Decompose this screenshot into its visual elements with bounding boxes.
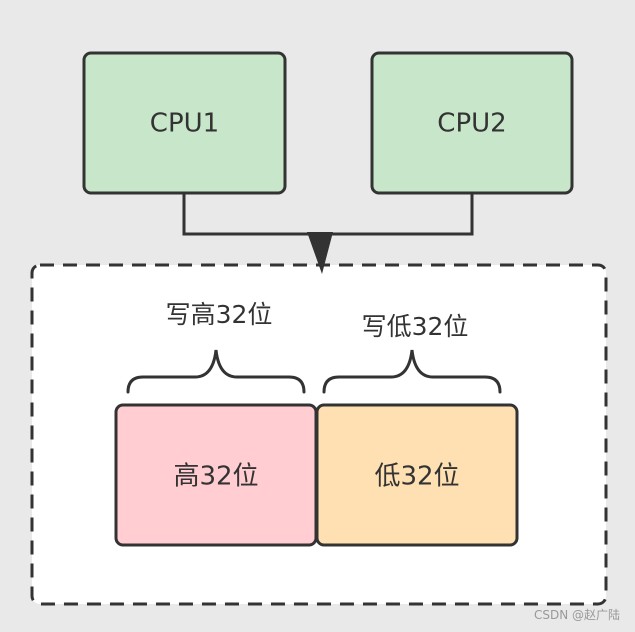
- watermark-text: CSDN @赵广陆: [534, 607, 620, 622]
- arrow-head: [307, 232, 333, 274]
- high-32-bits-label: 高32位: [173, 462, 258, 492]
- write-low-label: 写低32位: [362, 312, 469, 341]
- write-low-brace: [322, 349, 502, 394]
- cpu1-connector: [182, 192, 320, 236]
- low-32-bits-label: 低32位: [374, 462, 459, 492]
- cpu1-label: CPU1: [150, 109, 219, 139]
- cpu1-box: [82, 51, 287, 195]
- write-high-label: 写高32位: [166, 300, 273, 329]
- cpu2-box: [370, 51, 574, 195]
- write-high-brace: [126, 349, 306, 394]
- cpu2-label: CPU2: [437, 109, 506, 139]
- cpu2-connector: [320, 192, 474, 236]
- low-32-bits-box: [315, 403, 519, 547]
